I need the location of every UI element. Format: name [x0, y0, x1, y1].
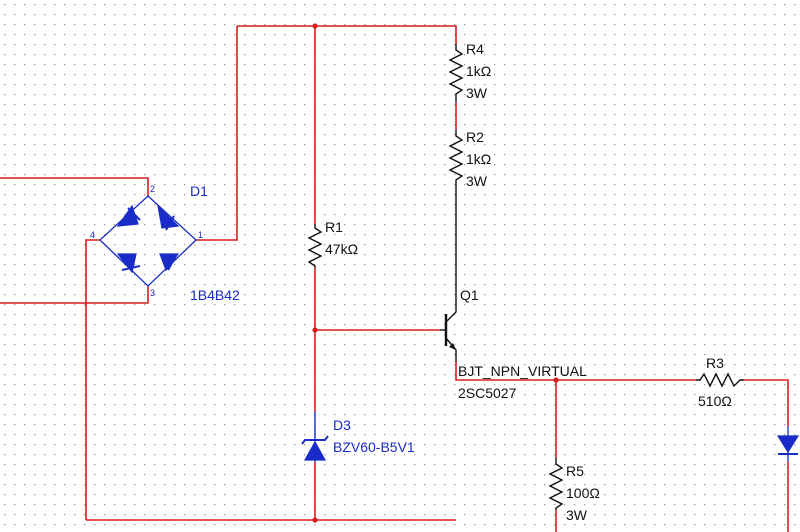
resistor-r4-ref: R4	[466, 41, 484, 57]
resistor-r2-value: 1kΩ	[466, 151, 491, 167]
bridge-diode-lower-left	[116, 253, 141, 274]
resistor-r3-ref: R3	[706, 355, 724, 371]
resistor-r5[interactable]: R5 100Ω 3W	[548, 458, 600, 523]
resistor-r1-ref: R1	[325, 219, 343, 235]
transistor-q1[interactable]: Q1 BJT_NPN_VIRTUAL 2SC5027	[440, 280, 587, 401]
bridge-rectifier-d1[interactable]: 2 1 4 3 D1 1B4B42	[90, 183, 240, 303]
transistor-q1-part: 2SC5027	[458, 385, 517, 401]
wire-input-bottom[interactable]	[0, 286, 149, 304]
zener-diode-d3-triangle	[303, 440, 327, 461]
wires	[0, 25, 789, 532]
junction-dot	[553, 377, 559, 383]
bridge-pin-4: 4	[90, 230, 95, 240]
bridge-rectifier-d1-outline	[99, 195, 197, 287]
resistor-r1-symbol	[307, 224, 323, 268]
transistor-q1-model: BJT_NPN_VIRTUAL	[458, 363, 587, 379]
resistor-r5-ref: R5	[566, 463, 584, 479]
resistor-r5-value: 100Ω	[566, 485, 600, 501]
resistor-r3-value: 510Ω	[698, 393, 732, 409]
wire-d1-in4[interactable]	[85, 239, 100, 520]
junction-dot	[312, 23, 318, 29]
resistor-r3-symbol	[696, 372, 744, 388]
resistor-r4-symbol	[448, 44, 464, 102]
wire-top-rail[interactable]	[237, 25, 457, 44]
resistor-r2[interactable]: R2 1kΩ 3W	[448, 129, 491, 280]
bridge-diode-upper-right	[157, 204, 180, 231]
bridge-rectifier-d1-part: 1B4B42	[190, 287, 240, 303]
bridge-diode-lower-right	[159, 253, 180, 272]
resistor-r4-power: 3W	[466, 85, 488, 101]
resistor-r3[interactable]: R3 510Ω	[696, 355, 744, 409]
resistor-r2-symbol	[448, 130, 464, 280]
bridge-pin-3: 3	[150, 288, 155, 298]
zener-diode-d3-part: BZV60-B5V1	[333, 439, 415, 455]
zener-diode-d3-bar	[301, 435, 329, 445]
bridge-diode-upper-left	[116, 204, 141, 227]
bridge-pin-1: 1	[198, 230, 203, 240]
resistor-r1-value: 47kΩ	[325, 241, 358, 257]
resistor-r5-power: 3W	[566, 507, 588, 523]
resistor-r4[interactable]: R4 1kΩ 3W	[448, 41, 491, 102]
wire-emitter-out[interactable]	[455, 362, 696, 381]
zener-diode-d3[interactable]: D3 BZV60-B5V1	[301, 412, 415, 462]
resistor-r2-power: 3W	[466, 173, 488, 189]
resistor-r4-value: 1kΩ	[466, 63, 491, 79]
wire-r3-out[interactable]	[744, 379, 789, 426]
junction-dot	[312, 517, 318, 523]
resistor-r5-symbol	[548, 458, 564, 510]
led-diode[interactable]	[776, 426, 800, 462]
wire-input-top[interactable]	[0, 177, 149, 196]
junction-dot	[312, 327, 318, 333]
bridge-rectifier-d1-ref: D1	[190, 183, 208, 199]
bridge-pin-2: 2	[150, 184, 155, 194]
junctions	[312, 23, 559, 523]
resistor-r2-ref: R2	[466, 129, 484, 145]
transistor-q1-ref: Q1	[460, 287, 479, 303]
transistor-q1-collector	[445, 280, 457, 323]
resistor-r1[interactable]: R1 47kΩ	[307, 219, 358, 268]
transistor-q1-emitter-arrow	[449, 343, 456, 350]
zener-diode-d3-ref: D3	[333, 417, 351, 433]
wire-d1-out[interactable]	[196, 26, 238, 241]
